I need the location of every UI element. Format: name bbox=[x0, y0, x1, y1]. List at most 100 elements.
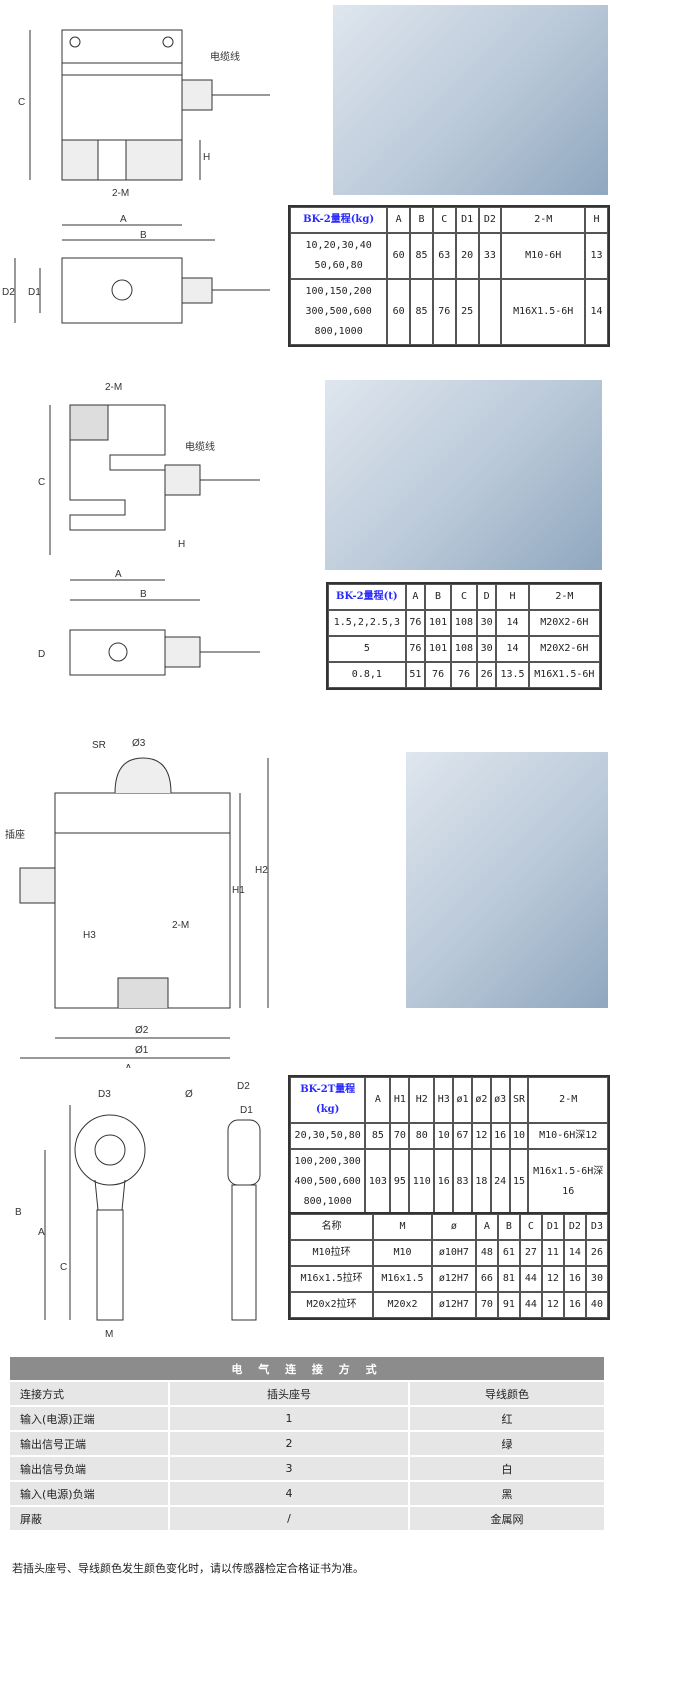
table-cell: 11 bbox=[541, 1240, 564, 1266]
table-cell: M20X2-6H bbox=[528, 610, 600, 636]
col-header: C bbox=[451, 584, 477, 610]
table-cell: M10拉环 bbox=[290, 1240, 374, 1266]
col-header: C bbox=[519, 1214, 542, 1240]
dim-d3: D3 bbox=[98, 1089, 111, 1100]
table-cell: 12 bbox=[541, 1266, 564, 1292]
table-cell: 13.5 bbox=[496, 662, 529, 688]
col-header: ø bbox=[431, 1214, 476, 1240]
table-cell: 16 bbox=[563, 1266, 586, 1292]
table-cell: 61 bbox=[497, 1240, 520, 1266]
table-cell: 10,20,30,40 50,60,80 bbox=[290, 233, 388, 279]
table-cell: 67 bbox=[453, 1123, 472, 1149]
table-cell: 14 bbox=[585, 279, 608, 345]
product-photo-bk2t bbox=[406, 752, 608, 1008]
table-cell: 10 bbox=[509, 1123, 529, 1149]
dim-m: 2-M bbox=[105, 382, 122, 393]
table-cell: 44 bbox=[519, 1266, 542, 1292]
table-cell: 14 bbox=[563, 1240, 586, 1266]
product-photo-bk2-t bbox=[325, 380, 602, 570]
table-cell: M10-6H深12 bbox=[528, 1123, 608, 1149]
table-cell: 101 bbox=[425, 636, 452, 662]
pin-number: / bbox=[168, 1505, 410, 1532]
table-cell: 12 bbox=[541, 1292, 564, 1318]
col-header: D2 bbox=[478, 207, 502, 233]
table-cell: M16x1.5-6H深 16 bbox=[528, 1149, 608, 1215]
dim-d1: D1 bbox=[28, 287, 41, 298]
table-cell: 60 bbox=[387, 279, 411, 345]
pin-number: 2 bbox=[168, 1430, 410, 1457]
col-header: H bbox=[496, 584, 529, 610]
table-cell: ø12H7 bbox=[431, 1266, 476, 1292]
table-cell: 33 bbox=[478, 233, 502, 279]
table-cell: 13 bbox=[585, 233, 608, 279]
col-header: D bbox=[476, 584, 497, 610]
connection-type: 输出信号负端 bbox=[8, 1455, 170, 1482]
col-header: ø3 bbox=[490, 1077, 510, 1123]
table-cell: 76 bbox=[432, 279, 456, 345]
col-header: 2-M bbox=[528, 584, 600, 610]
table-cell: 24 bbox=[490, 1149, 510, 1215]
dim-h2: H2 bbox=[255, 865, 268, 876]
table-cell: 91 bbox=[497, 1292, 520, 1318]
col-header: B bbox=[497, 1214, 520, 1240]
product-photo-bk2-kg bbox=[333, 5, 608, 195]
table-cell: 14 bbox=[496, 636, 529, 662]
table-cell: M16x1.5拉环 bbox=[290, 1266, 374, 1292]
table-cell: 83 bbox=[453, 1149, 472, 1215]
table-cell: 76 bbox=[425, 662, 452, 688]
table-cell: 30 bbox=[476, 610, 497, 636]
dim-d1: Ø1 bbox=[135, 1045, 149, 1056]
pin-number: 1 bbox=[168, 1405, 410, 1432]
socket-label: 插座 bbox=[5, 828, 25, 841]
col-header: H2 bbox=[409, 1077, 435, 1123]
table-cell: 26 bbox=[476, 662, 497, 688]
dim-c: C bbox=[18, 97, 25, 108]
table-cell: M20x2拉环 bbox=[290, 1292, 374, 1318]
table-cell: 44 bbox=[519, 1292, 542, 1318]
wire-color: 金属网 bbox=[408, 1505, 606, 1532]
drawing-bk2-kg: 电缆线 C H 2-M A B D2 D1 bbox=[2, 29, 270, 324]
col-header: A bbox=[365, 1077, 391, 1123]
table-cell: 20,30,50,80 bbox=[290, 1123, 366, 1149]
table-cell: 15 bbox=[509, 1149, 529, 1215]
dim-h3: H3 bbox=[83, 930, 96, 941]
col-header: D1 bbox=[455, 207, 479, 233]
col-header: H bbox=[585, 207, 608, 233]
table-row: 屏蔽/金属网 bbox=[8, 1505, 606, 1532]
dim-a: A bbox=[125, 1063, 132, 1068]
table-cell: 70 bbox=[390, 1123, 410, 1149]
table-cell: 12 bbox=[471, 1123, 491, 1149]
connection-type: 输入(电源)正端 bbox=[8, 1405, 170, 1432]
table-cell: 26 bbox=[585, 1240, 608, 1266]
dim-c: C bbox=[60, 1262, 67, 1273]
table-cell: M16X1.5-6H bbox=[501, 279, 586, 345]
table-cell: 85 bbox=[410, 233, 433, 279]
dim-h: H bbox=[178, 539, 185, 550]
table-cell: 30 bbox=[585, 1266, 608, 1292]
table-cell: 108 bbox=[451, 636, 477, 662]
table-cell: 16 bbox=[434, 1149, 454, 1215]
table-cell: 66 bbox=[475, 1266, 498, 1292]
col-header: H1 bbox=[390, 1077, 410, 1123]
table-cell: ø10H7 bbox=[431, 1240, 476, 1266]
dim-d3: Ø3 bbox=[132, 738, 146, 749]
table-cell: M10 bbox=[373, 1240, 432, 1266]
table-cell: 103 bbox=[365, 1149, 391, 1215]
col-header: B bbox=[410, 207, 433, 233]
col-header: BK-2量程(kg) bbox=[290, 207, 388, 233]
col-header: D3 bbox=[585, 1214, 608, 1240]
table-cell: 76 bbox=[405, 610, 426, 636]
table-cell: 108 bbox=[451, 610, 477, 636]
connection-type: 输入(电源)负端 bbox=[8, 1480, 170, 1507]
